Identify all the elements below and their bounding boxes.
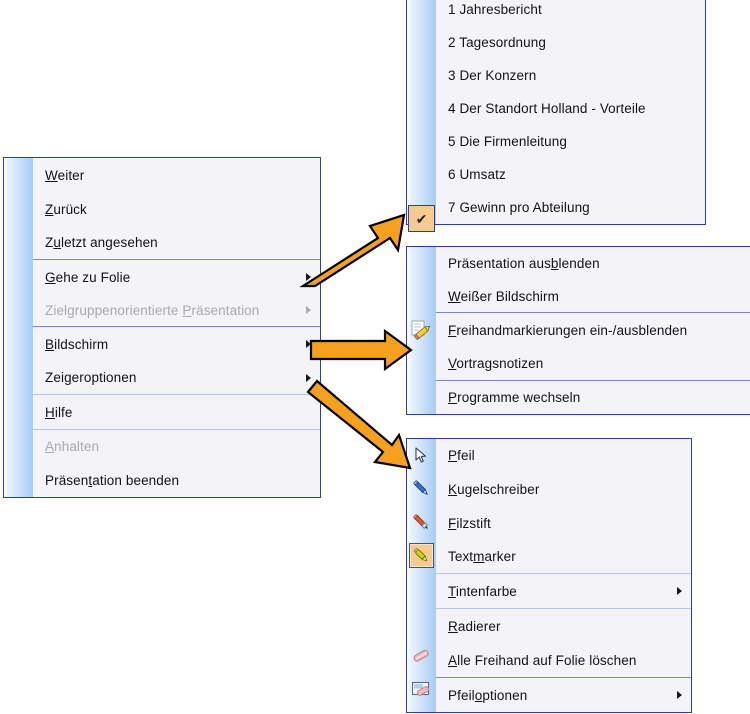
- menu-item-label: 7 Gewinn pro Abteilung: [448, 200, 590, 215]
- menu-item-label: Weißer Bildschirm: [448, 288, 559, 304]
- pointer-submenu[interactable]: Pfeil Kugelschreiber Filzstift Textmarke…: [406, 438, 692, 713]
- screen-menu-separator-2: [436, 380, 750, 381]
- menu-item-tintenfarbe[interactable]: Tintenfarbe: [436, 574, 691, 608]
- menu-item-zeigeroptionen[interactable]: Zeigeroptionen: [33, 361, 320, 394]
- menu-item-label: Freihandmarkierungen ein-/ausblenden: [448, 322, 688, 338]
- menu-item-zielgruppenorientierte-praesentation: Zielgruppenorientierte Präsentation: [33, 294, 320, 326]
- menu-item-zuletzt-angesehen[interactable]: Zuletzt angesehen: [33, 226, 320, 259]
- menu-item-label: Präsentation beenden: [45, 472, 180, 488]
- menu-item-vortragsnotizen[interactable]: Vortragsnotizen: [436, 347, 750, 380]
- menu-item-praesentation-ausblenden[interactable]: Präsentation ausblenden: [436, 247, 750, 280]
- menu-item-zurueck[interactable]: Zurück: [33, 192, 320, 226]
- arrow-cursor-icon: [409, 443, 434, 468]
- menu-item-programme-wechseln[interactable]: Programme wechseln: [436, 381, 750, 414]
- eraser-icon: [409, 643, 434, 668]
- menu-item-label: Pfeiloptionen: [448, 687, 528, 703]
- menu-item-slide-1[interactable]: 1 Jahresbericht: [436, 0, 705, 26]
- felt-tip-pen-icon: [409, 510, 434, 535]
- menu-item-label: Gehe zu Folie: [45, 269, 131, 285]
- menu-item-label: Tintenfarbe: [448, 583, 517, 599]
- menu-item-label: Weiter: [45, 167, 85, 183]
- chevron-right-icon: [306, 273, 311, 281]
- menu-item-weisser-bildschirm[interactable]: Weißer Bildschirm: [436, 280, 750, 312]
- menu-item-label: Zeigeroptionen: [45, 370, 137, 385]
- chevron-right-icon: [306, 340, 311, 348]
- screen-submenu[interactable]: Präsentation ausblenden Weißer Bildschir…: [406, 246, 750, 415]
- menu-item-slide-5[interactable]: 5 Die Firmenleitung: [436, 125, 705, 158]
- erase-slide-icon: [409, 677, 434, 702]
- menu-item-label: Pfeil: [448, 448, 475, 463]
- menu-item-label: 5 Die Firmenleitung: [448, 134, 567, 149]
- menu-item-label: 1 Jahresbericht: [448, 2, 542, 17]
- main-menu-separator-3: [33, 394, 320, 395]
- menu-item-praesentation-beenden[interactable]: Präsentation beenden: [33, 463, 320, 497]
- screen-menu-items: Präsentation ausblenden Weißer Bildschir…: [436, 247, 750, 414]
- pointer-menu-separator-1: [436, 573, 691, 574]
- menu-item-bildschirm[interactable]: Bildschirm: [33, 327, 320, 361]
- main-context-menu[interactable]: Weiter Zurück Zuletzt angesehen Gehe zu …: [3, 157, 321, 498]
- slides-submenu[interactable]: ✔ 1 Jahresbericht 2 Tagesordnung 3 Der K…: [406, 0, 706, 232]
- main-menu-items: Weiter Zurück Zuletzt angesehen Gehe zu …: [33, 158, 320, 497]
- menu-item-label: Anhalten: [45, 439, 100, 454]
- menu-item-label: Radierer: [448, 618, 501, 634]
- menu-item-freihandmarkierungen[interactable]: Freihandmarkierungen ein-/ausblenden: [436, 313, 750, 347]
- menu-item-label: Textmarker: [448, 549, 516, 564]
- menu-item-alle-freihand-loeschen[interactable]: Alle Freihand auf Folie löschen: [436, 643, 691, 677]
- check-icon: ✔: [415, 210, 428, 227]
- menu-item-label: Vortragsnotizen: [448, 356, 544, 371]
- menu-item-label: 6 Umsatz: [448, 167, 506, 182]
- chevron-right-icon: [677, 587, 682, 595]
- menu-item-label: 2 Tagesordnung: [448, 35, 546, 50]
- menu-item-pfeiloptionen[interactable]: Pfeiloptionen: [436, 678, 691, 712]
- screen-menu-gutter: [407, 247, 436, 414]
- menu-item-weiter[interactable]: Weiter: [33, 158, 320, 192]
- arrow-to-screen-menu: [309, 328, 413, 372]
- arrow-to-pointer-menu: [306, 379, 412, 470]
- menu-item-filzstift[interactable]: Filzstift: [436, 506, 691, 540]
- slides-menu-items: 1 Jahresbericht 2 Tagesordnung 3 Der Kon…: [436, 0, 705, 224]
- main-menu-separator-4: [33, 429, 320, 430]
- menu-item-label: Bildschirm: [45, 336, 109, 352]
- main-menu-separator-1: [33, 259, 320, 260]
- menu-item-gehe-zu-folie[interactable]: Gehe zu Folie: [33, 260, 320, 294]
- pointer-menu-items: Pfeil Kugelschreiber Filzstift Textmarke…: [436, 439, 691, 712]
- menu-item-label: 4 Der Standort Holland - Vorteile: [448, 101, 646, 116]
- highlighter-icon: [409, 543, 434, 568]
- ballpoint-pen-icon: [409, 476, 434, 501]
- menu-item-label: Hilfe: [45, 404, 73, 420]
- menu-item-textmarker[interactable]: Textmarker: [436, 540, 691, 573]
- menu-item-slide-3[interactable]: 3 Der Konzern: [436, 59, 705, 92]
- menu-item-slide-4[interactable]: 4 Der Standort Holland - Vorteile: [436, 92, 705, 125]
- menu-item-anhalten: Anhalten: [33, 430, 320, 463]
- menu-item-hilfe[interactable]: Hilfe: [33, 395, 320, 429]
- menu-item-label: Zuletzt angesehen: [45, 235, 158, 250]
- pointer-menu-separator-2: [436, 608, 691, 609]
- menu-item-slide-7[interactable]: 7 Gewinn pro Abteilung: [436, 191, 705, 224]
- main-menu-gutter: [4, 158, 33, 497]
- menu-item-slide-2[interactable]: 2 Tagesordnung: [436, 26, 705, 59]
- chevron-right-icon: [677, 691, 682, 699]
- menu-item-label: Kugelschreiber: [448, 481, 540, 497]
- menu-item-radierer[interactable]: Radierer: [436, 609, 691, 643]
- menu-item-kugelschreiber[interactable]: Kugelschreiber: [436, 472, 691, 506]
- pencil-note-icon: [409, 317, 434, 342]
- pointer-menu-gutter: [407, 439, 436, 712]
- chevron-right-icon: [306, 306, 311, 314]
- chevron-right-icon: [306, 373, 311, 382]
- screen-menu-separator-1: [436, 312, 750, 313]
- main-menu-separator-2: [33, 326, 320, 327]
- menu-item-label: Präsentation ausblenden: [448, 256, 600, 271]
- menu-item-label: Alle Freihand auf Folie löschen: [448, 652, 637, 668]
- slide-checked-marker: ✔: [408, 205, 435, 232]
- pointer-menu-separator-3: [436, 677, 691, 678]
- menu-item-label: Programme wechseln: [448, 390, 581, 405]
- menu-item-label: Filzstift: [448, 515, 491, 531]
- menu-item-slide-6[interactable]: 6 Umsatz: [436, 158, 705, 191]
- menu-item-pfeil[interactable]: Pfeil: [436, 439, 691, 472]
- slides-menu-gutter: ✔: [407, 0, 436, 232]
- menu-item-label: 3 Der Konzern: [448, 68, 537, 83]
- menu-item-label: Zurück: [45, 201, 87, 217]
- menu-item-label: Zielgruppenorientierte Präsentation: [45, 302, 260, 318]
